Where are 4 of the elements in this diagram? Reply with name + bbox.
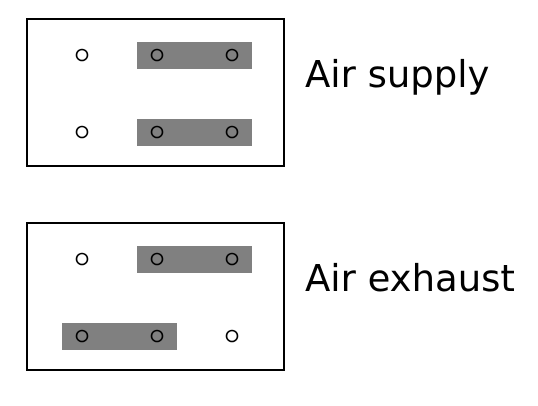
jumper-block <box>26 18 285 167</box>
block-label: Air supply <box>305 56 490 93</box>
block-label: Air exhaust <box>305 260 515 297</box>
jumper-block <box>26 222 285 371</box>
